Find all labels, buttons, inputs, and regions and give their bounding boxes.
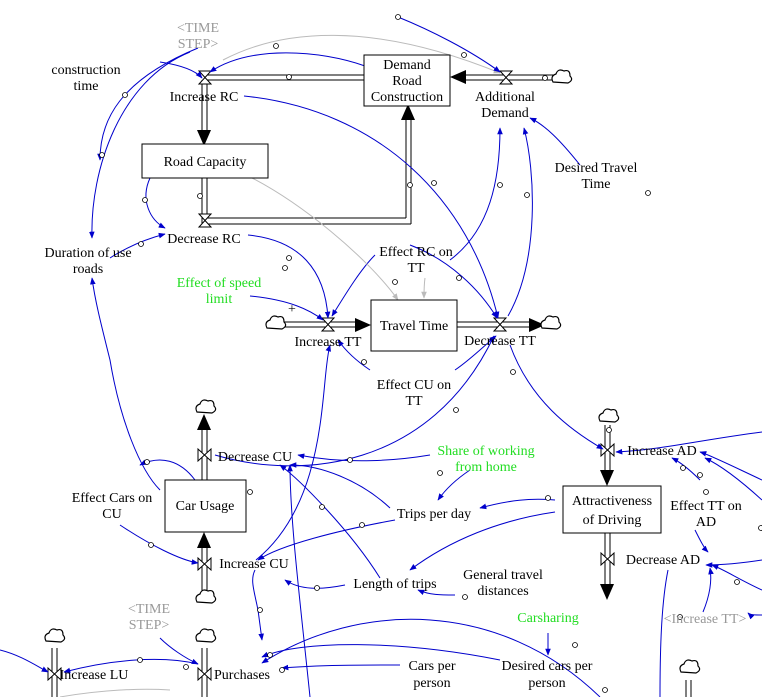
var-desired-cars-per-person[interactable]: Desired cars per bbox=[502, 659, 593, 674]
valve-purchases[interactable] bbox=[197, 666, 212, 682]
var-time-step-bottom[interactable]: STEP> bbox=[129, 618, 170, 633]
cloud-source-increase-lu bbox=[44, 628, 66, 643]
stock-label: Road Capacity bbox=[164, 155, 247, 170]
var-decrease-rc[interactable]: Decrease RC bbox=[167, 232, 240, 247]
cloud-bottom-right bbox=[679, 659, 701, 674]
stock-label: Road bbox=[392, 74, 422, 89]
stock-road-capacity[interactable]: Road Capacity bbox=[141, 143, 269, 179]
var-share-of-working-from-home[interactable]: from home bbox=[455, 460, 517, 475]
valve-decrease-tt[interactable] bbox=[492, 317, 508, 332]
cloud-source-additional-demand bbox=[551, 69, 573, 84]
var-increase-ad[interactable]: Increase AD bbox=[627, 444, 697, 459]
cloud-source-increase-ad bbox=[598, 408, 620, 423]
flow-pipes bbox=[51, 70, 692, 697]
var-decrease-cu[interactable]: Decrease CU bbox=[218, 450, 292, 465]
var-time-step-bottom[interactable]: <TIME bbox=[128, 602, 170, 617]
valve-decrease-cu[interactable] bbox=[197, 447, 212, 463]
var-general-travel-distances[interactable]: distances bbox=[477, 584, 528, 599]
var-share-of-working-from-home[interactable]: Share of working bbox=[437, 444, 534, 459]
var-length-of-trips[interactable]: Length of trips bbox=[353, 577, 436, 592]
var-effect-of-speed-limit[interactable]: Effect of speed bbox=[177, 276, 261, 291]
var-increase-rc[interactable]: Increase RC bbox=[170, 90, 239, 105]
var-effect-cu-on-tt[interactable]: TT bbox=[405, 394, 423, 409]
var-decrease-tt[interactable]: Decrease TT bbox=[464, 334, 536, 349]
valve-additional-demand[interactable] bbox=[498, 70, 514, 85]
flow-clouds bbox=[44, 69, 701, 674]
valve-increase-rc[interactable] bbox=[197, 70, 213, 85]
var-cars-per-person[interactable]: Cars per bbox=[408, 659, 455, 674]
stock-label: Car Usage bbox=[176, 499, 235, 514]
var-effect-cu-on-tt[interactable]: Effect CU on bbox=[377, 378, 451, 393]
var-desired-cars-per-person[interactable]: person bbox=[528, 676, 565, 691]
var-time-step-top[interactable]: <TIME bbox=[177, 21, 219, 36]
var-purchases[interactable]: Purchases bbox=[214, 668, 270, 683]
var-effect-of-speed-limit[interactable]: limit bbox=[206, 292, 233, 307]
var-general-travel-distances[interactable]: General travel bbox=[463, 568, 543, 583]
flow-valves bbox=[47, 70, 615, 682]
var-carsharing[interactable]: Carsharing bbox=[517, 611, 578, 626]
cloud-source-purchases bbox=[195, 628, 217, 643]
var-duration-of-use-roads[interactable]: roads bbox=[73, 262, 103, 277]
valve-decrease-ad[interactable] bbox=[600, 551, 615, 567]
var-additional-demand[interactable]: Demand bbox=[481, 106, 528, 121]
link-polarity-plus: + bbox=[288, 302, 296, 317]
stock-label: Construction bbox=[371, 90, 443, 105]
stock-attractiveness-of-driving[interactable]: Attractiveness of Driving bbox=[562, 485, 662, 534]
valve-increase-ad[interactable] bbox=[600, 442, 615, 458]
var-effect-rc-on-tt[interactable]: Effect RC on bbox=[379, 245, 453, 260]
var-increase-cu[interactable]: Increase CU bbox=[219, 557, 289, 572]
cloud-source-increase-cu bbox=[195, 589, 217, 604]
causal-links bbox=[0, 16, 762, 697]
stock-label: Demand bbox=[383, 58, 430, 73]
var-decrease-ad[interactable]: Decrease AD bbox=[626, 553, 700, 568]
cloud-sink-decrease-tt bbox=[540, 315, 562, 330]
stock-label: of Driving bbox=[583, 513, 642, 528]
valve-increase-lu[interactable] bbox=[47, 666, 62, 682]
stock-demand-road-construction[interactable]: Demand Road Construction bbox=[363, 54, 451, 107]
stock-car-usage[interactable]: Car Usage bbox=[164, 479, 247, 533]
stock-travel-time[interactable]: Travel Time bbox=[370, 299, 458, 352]
cloud-source-increase-tt bbox=[265, 315, 287, 330]
valve-decrease-rc[interactable] bbox=[197, 213, 213, 228]
var-additional-demand[interactable]: Additional bbox=[475, 90, 535, 105]
variable-labels: <TIME STEP> construction time Increase R… bbox=[44, 21, 746, 691]
var-construction-time[interactable]: construction bbox=[51, 63, 120, 78]
stock-label: Travel Time bbox=[380, 319, 448, 334]
var-increase-tt[interactable]: Increase TT bbox=[295, 335, 362, 350]
var-increase-lu[interactable]: Increase LU bbox=[60, 668, 129, 683]
var-effect-tt-on-ad[interactable]: Effect TT on bbox=[670, 499, 742, 514]
var-construction-time[interactable]: time bbox=[74, 79, 99, 94]
var-desired-travel-time[interactable]: Time bbox=[581, 177, 610, 192]
var-effect-cars-on-cu[interactable]: CU bbox=[102, 507, 121, 522]
var-trips-per-day[interactable]: Trips per day bbox=[397, 507, 471, 522]
cloud-sink-decrease-cu bbox=[195, 399, 217, 414]
valve-increase-cu[interactable] bbox=[197, 556, 212, 572]
var-increase-tt-shadow[interactable]: <Increase TT> bbox=[664, 612, 747, 627]
valve-increase-tt[interactable] bbox=[320, 317, 336, 332]
var-effect-cars-on-cu[interactable]: Effect Cars on bbox=[72, 491, 153, 506]
var-desired-travel-time[interactable]: Desired Travel bbox=[555, 161, 638, 176]
stock-label: Attractiveness bbox=[572, 494, 652, 509]
var-time-step-top[interactable]: STEP> bbox=[178, 37, 219, 52]
var-duration-of-use-roads[interactable]: Duration of use bbox=[44, 246, 131, 261]
var-cars-per-person[interactable]: person bbox=[413, 676, 450, 691]
var-effect-rc-on-tt[interactable]: TT bbox=[407, 261, 425, 276]
var-effect-tt-on-ad[interactable]: AD bbox=[696, 515, 716, 530]
